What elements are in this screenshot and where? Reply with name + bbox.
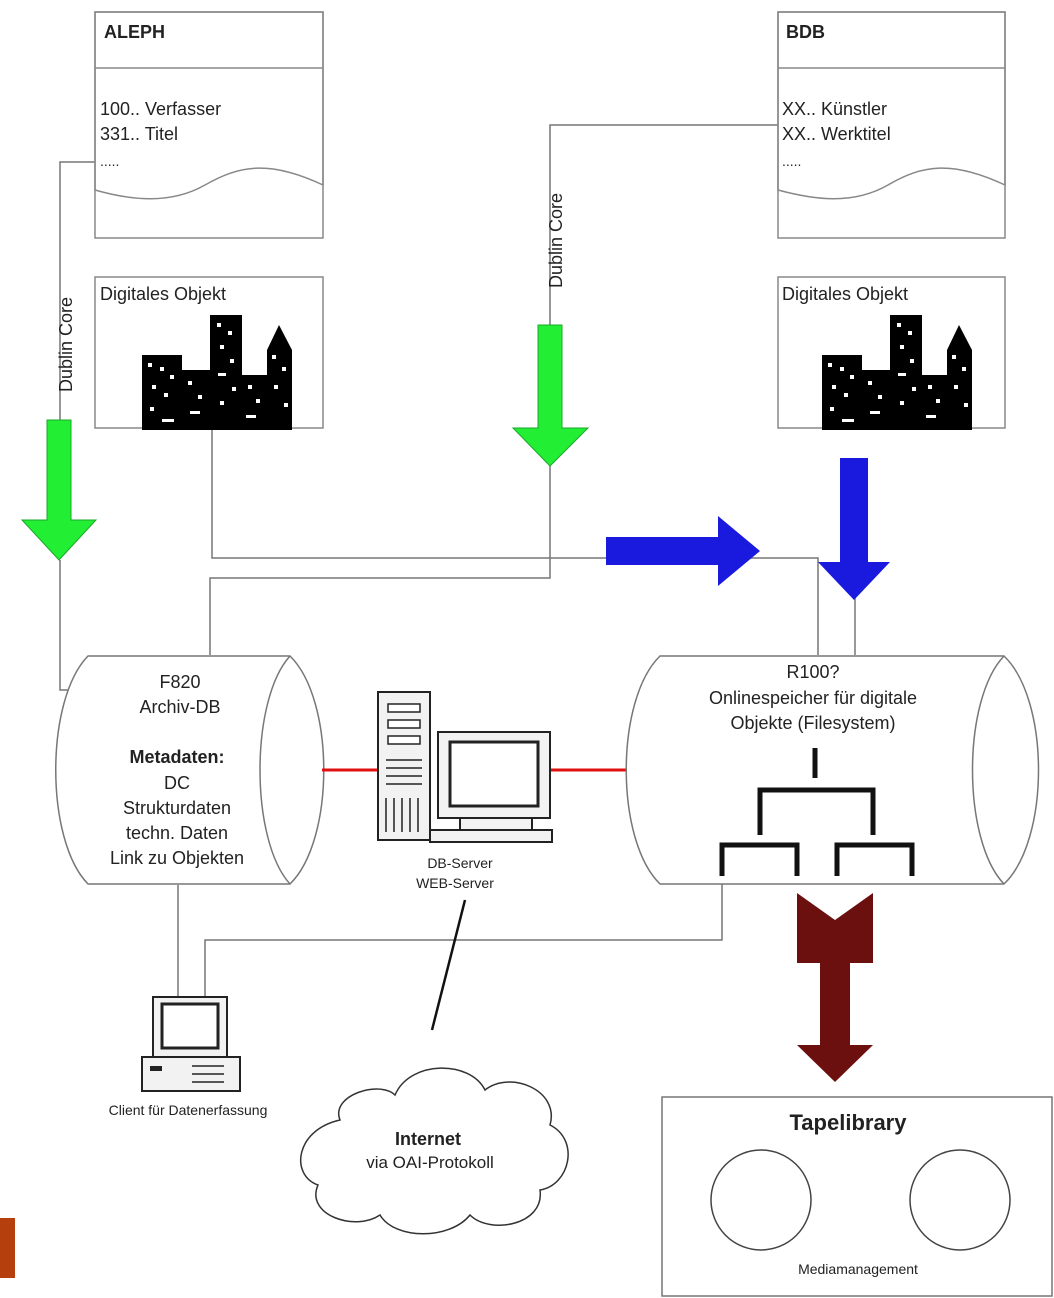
bdb-field-2: XX.. Werktitel [782,124,891,144]
connector-lines [59,124,856,1000]
archiv-db-meta-1: DC [164,773,190,793]
dublin-core-label-left: Dublin Core [56,297,76,392]
internet-subtitle: via OAI-Protokoll [366,1153,494,1172]
archiv-db-meta-3: techn. Daten [126,823,228,843]
aleph-title: ALEPH [104,22,165,42]
server-label-1: DB-Server [427,855,493,871]
internet-link [430,899,467,1031]
bdb-field-more: ..... [782,153,801,169]
online-storage-line-3: Objekte (Filesystem) [730,713,895,733]
server-computer: DB-Server WEB-Server [377,691,553,891]
online-storage-line-2: Onlinespeicher für digitale [709,688,917,708]
tapelibrary: Tapelibrary Mediamanagement [661,1096,1053,1297]
archiv-db-line-2: Archiv-DB [139,697,220,717]
tape-reel-icon [710,1149,812,1251]
online-storage: R100? Onlinespeicher für digitale Objekt… [625,655,1040,885]
bdb-title: BDB [786,22,825,42]
blue-arrow-down [818,458,890,600]
computer-icon [377,691,553,843]
dublin-core-label-mid: Dublin Core [546,193,566,288]
archiv-db-line-1: F820 [159,672,200,692]
tapelibrary-caption: Mediamanagement [798,1261,918,1277]
digital-object-left: Digitales Objekt [94,276,324,430]
computer-icon [141,996,241,1092]
green-arrow-left [20,419,98,561]
aleph-record: ALEPH 100.. Verfasser 331.. Titel ..... [94,11,324,239]
cloud-icon [299,1067,569,1235]
green-arrow-mid [511,324,590,467]
server-label-2: WEB-Server [416,875,494,891]
bdb-field-1: XX.. Künstler [782,99,887,119]
aleph-field-more: ..... [100,153,119,169]
digital-object-right: Digitales Objekt [777,276,1006,430]
aleph-field-2: 331.. Titel [100,124,178,144]
digital-object-left-label: Digitales Objekt [100,284,226,304]
client-computer: Client für Datenerfassung [109,996,268,1118]
internet-title: Internet [395,1129,461,1149]
tree-icon [719,748,915,876]
aleph-field-1: 100.. Verfasser [100,99,221,119]
tape-reel-icon [909,1149,1011,1251]
digital-object-right-label: Digitales Objekt [782,284,908,304]
internet-cloud: Internet via OAI-Protokoll [299,1067,569,1235]
archiv-db-meta-4: Link zu Objekten [110,848,244,868]
bdb-record: BDB XX.. Künstler XX.. Werktitel ..... [777,11,1006,239]
tapelibrary-title: Tapelibrary [790,1110,908,1135]
client-label: Client für Datenerfassung [109,1102,268,1118]
brown-arrow [797,893,873,1082]
online-storage-line-1: R100? [786,662,839,682]
blue-arrow-right [606,516,760,586]
corner-block [0,1218,15,1278]
archiv-db-storage: F820 Archiv-DB Metadaten: DC Strukturdat… [55,655,325,885]
archiv-db-meta-heading: Metadaten: [129,747,224,767]
archiv-db-meta-2: Strukturdaten [123,798,231,818]
